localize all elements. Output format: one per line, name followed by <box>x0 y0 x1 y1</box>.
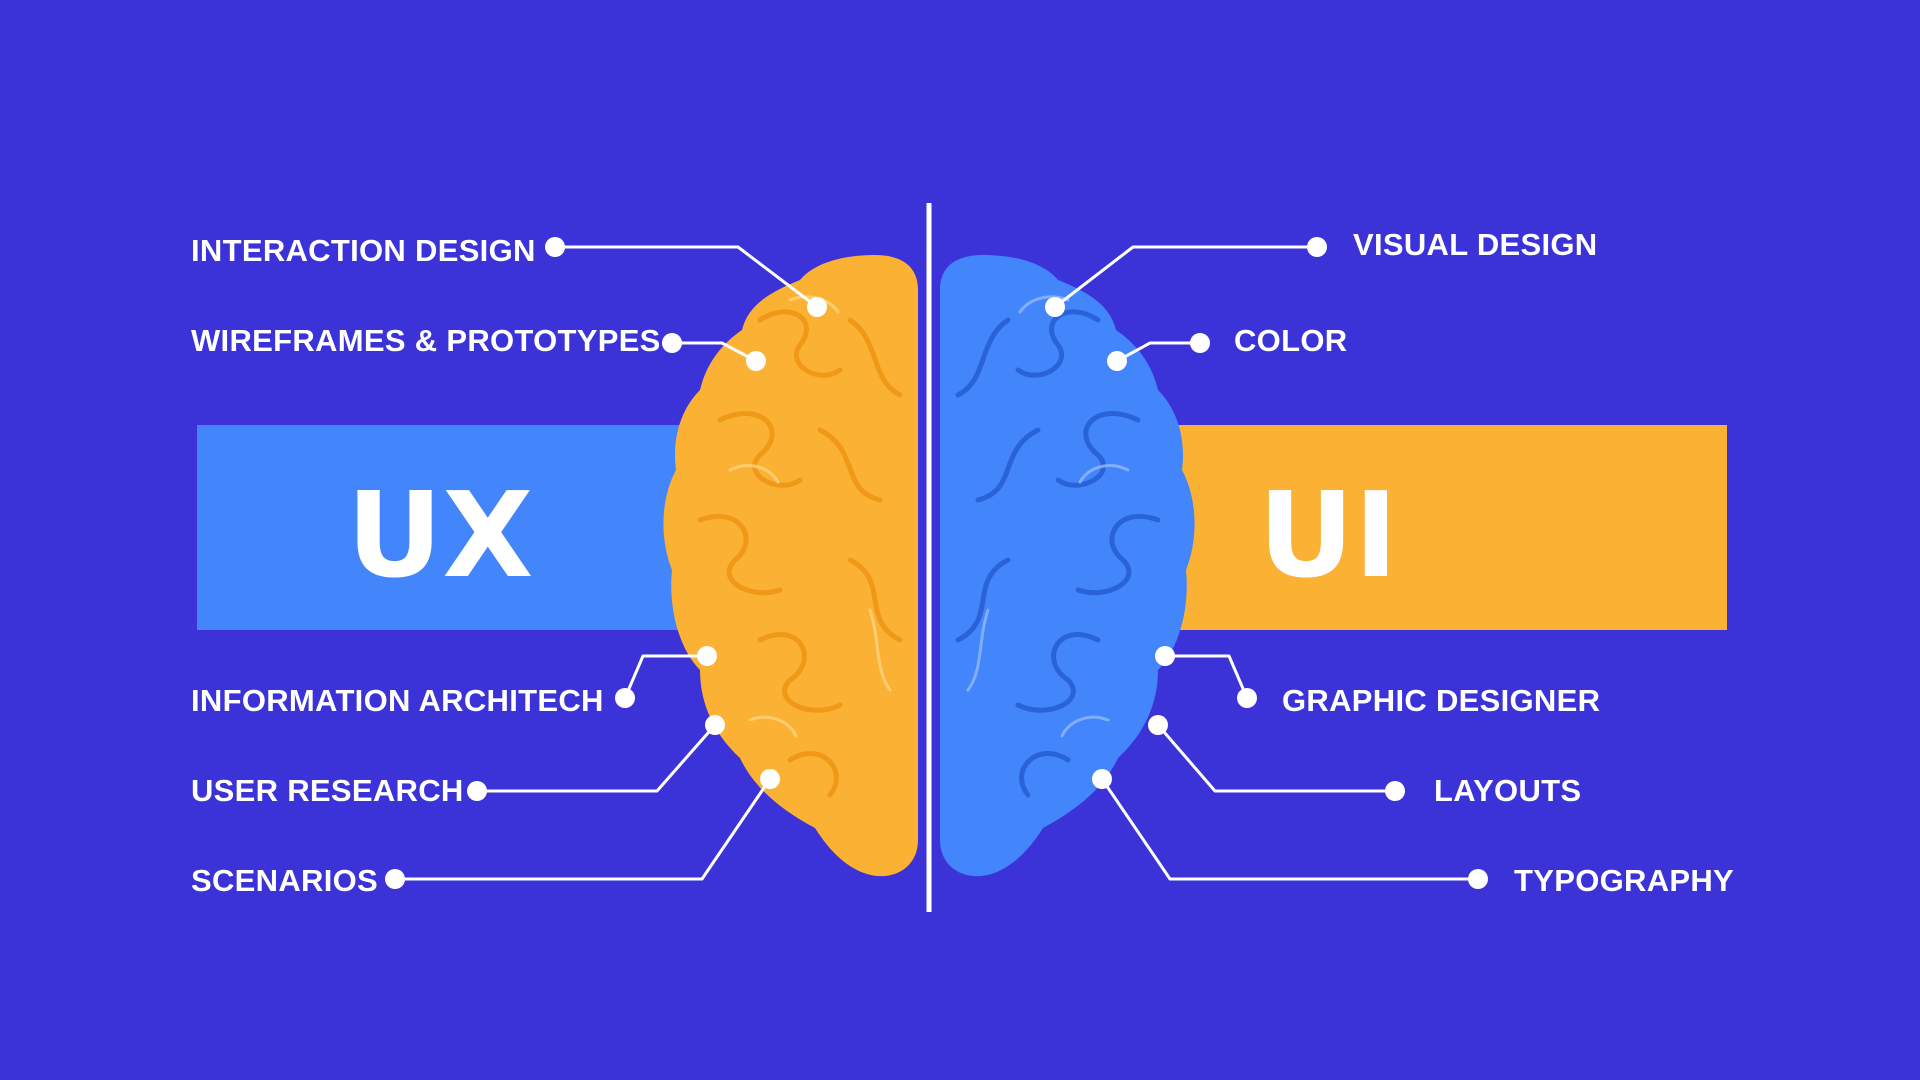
brain-right-hemisphere-icon <box>940 255 1195 877</box>
ux-item-interaction-design: INTERACTION DESIGN <box>191 233 536 268</box>
ux-title: UX <box>347 466 534 604</box>
ui-item-layouts: LAYOUTS <box>1434 773 1581 808</box>
ux-item-information-architech: INFORMATION ARCHITECH <box>191 683 604 718</box>
ux-band <box>197 425 727 630</box>
ux-item-user-research: USER RESEARCH <box>191 773 464 808</box>
ui-item-graphic-designer: GRAPHIC DESIGNER <box>1282 683 1600 718</box>
ux-item-scenarios: SCENARIOS <box>191 863 378 898</box>
ui-item-visual-design: VISUAL DESIGN <box>1353 227 1597 262</box>
ui-item-typography: TYPOGRAPHY <box>1514 863 1734 898</box>
ui-title: UI <box>1258 466 1398 604</box>
brain-left-hemisphere-icon <box>663 255 918 877</box>
ui-item-color: COLOR <box>1234 323 1347 358</box>
ux-connectors <box>385 237 827 889</box>
ui-band <box>1140 425 1727 630</box>
ui-connectors <box>1045 237 1488 889</box>
ux-item-wireframes-prototypes: WIREFRAMES & PROTOTYPES <box>191 323 661 358</box>
